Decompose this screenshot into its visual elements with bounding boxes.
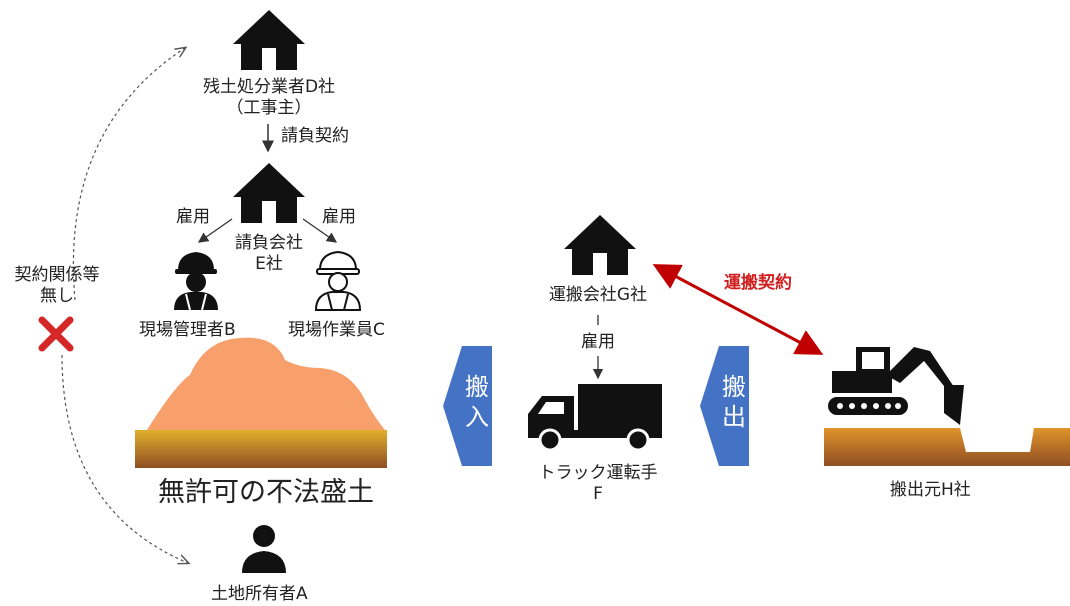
red-x-icon <box>38 316 74 352</box>
transport-contract-arrow <box>652 264 824 355</box>
company-e-label: 請負会社 E社 <box>224 233 314 275</box>
driver-f-role: トラック運転手 <box>538 463 658 483</box>
employ-left-label: 雇用 <box>176 207 210 227</box>
company-g-label: 運搬会社G社 <box>548 285 648 305</box>
worker-helmet-icon <box>314 250 362 311</box>
illegal-fill-label: 無許可の不法盛土 <box>158 477 374 508</box>
no-contract-line1: 契約関係等 <box>14 265 100 285</box>
employ-right-label: 雇用 <box>322 207 356 227</box>
driver-f-label: トラック運転手 F <box>530 463 666 505</box>
no-contract-line2: 無し <box>40 286 74 306</box>
employ-g-label: 雇用 <box>581 332 615 352</box>
employ-arrow-left <box>197 218 233 243</box>
transport-contract-label: 運搬契約 <box>724 273 792 293</box>
truck-icon <box>528 384 662 452</box>
worker-helmet-icon <box>174 252 218 311</box>
owner-a-label: 土地所有者A <box>211 584 308 604</box>
house-icon <box>564 215 636 275</box>
worker-c-label: 現場作業員C <box>288 320 385 340</box>
house-icon <box>233 163 305 223</box>
company-e-suffix: E社 <box>255 254 283 274</box>
carry-out-text: 搬 出 <box>719 372 749 432</box>
dotted-arrow-down <box>61 354 188 563</box>
soil-mound <box>147 337 385 430</box>
ground-strip-excavated <box>824 428 1070 466</box>
manager-b-label: 現場管理者B <box>139 320 236 340</box>
employ-arrow-right <box>302 218 338 243</box>
house-icon <box>233 10 305 70</box>
excavator-icon <box>828 347 964 425</box>
carry-in-text: 搬 入 <box>462 372 492 432</box>
ground-strip <box>135 430 387 468</box>
carry-out-arrow <box>700 346 749 466</box>
carry-out-char1: 搬 <box>722 373 746 401</box>
dotted-arrow-up <box>72 48 185 301</box>
source-h-label: 搬出元H社 <box>890 480 971 500</box>
carry-in-arrow <box>443 346 492 466</box>
company-d-role: （工事主） <box>226 98 312 118</box>
carry-in-char2: 入 <box>465 403 489 431</box>
carry-in-char1: 搬 <box>465 373 489 401</box>
no-contract-label: 契約関係等 無し <box>12 265 102 307</box>
driver-f-id: F <box>593 484 603 504</box>
carry-out-char2: 出 <box>722 403 746 431</box>
company-e-name: 請負会社 <box>235 233 303 253</box>
company-d-name: 残土処分業者D社 <box>202 77 336 97</box>
company-d-label: 残土処分業者D社 （工事主） <box>195 77 343 119</box>
person-icon <box>242 525 286 573</box>
contract-de-label: 請負契約 <box>281 126 349 146</box>
